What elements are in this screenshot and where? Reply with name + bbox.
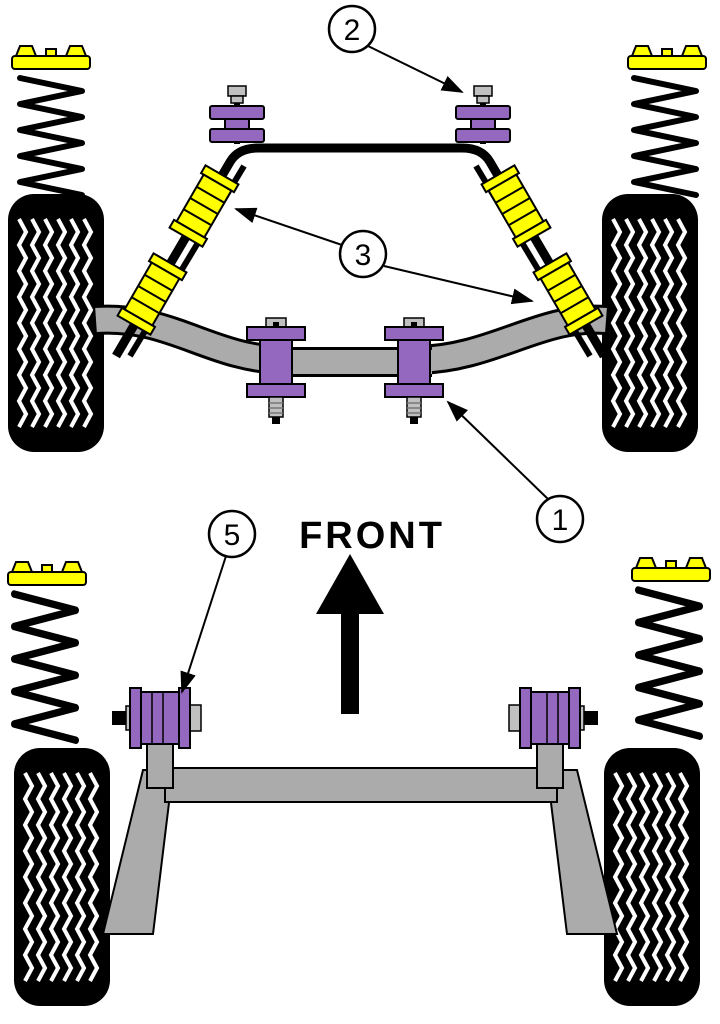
front-label: FRONT [299,515,445,557]
callout-5: 5 [207,509,257,559]
callout-5-label: 5 [224,519,241,552]
front-direction-arrow-icon [316,554,384,714]
spring-mount-top-left [11,45,91,70]
tire-rear-left [14,748,110,1006]
callout-1-label: 1 [552,504,569,537]
spring-mount-bottom-left [7,561,87,586]
callout-1: 1 [535,494,585,544]
callout-3-label: 3 [355,239,372,272]
callout-3: 3 [338,229,388,279]
callout-1-arrow [446,400,550,501]
callout-2-label: 2 [344,14,361,47]
spring-mount-bottom-right [631,557,711,582]
callout-2: 2 [327,4,377,54]
tire-rear-right [604,748,700,1006]
spring-mount-top-right [627,45,707,70]
callout-3-arrow-right [383,265,534,305]
tire-front-left [8,194,104,452]
callout-5-arrow [180,555,227,694]
callout-3-arrow-left [234,207,343,246]
callout-2-arrow [367,45,464,93]
tire-front-right [602,194,698,452]
